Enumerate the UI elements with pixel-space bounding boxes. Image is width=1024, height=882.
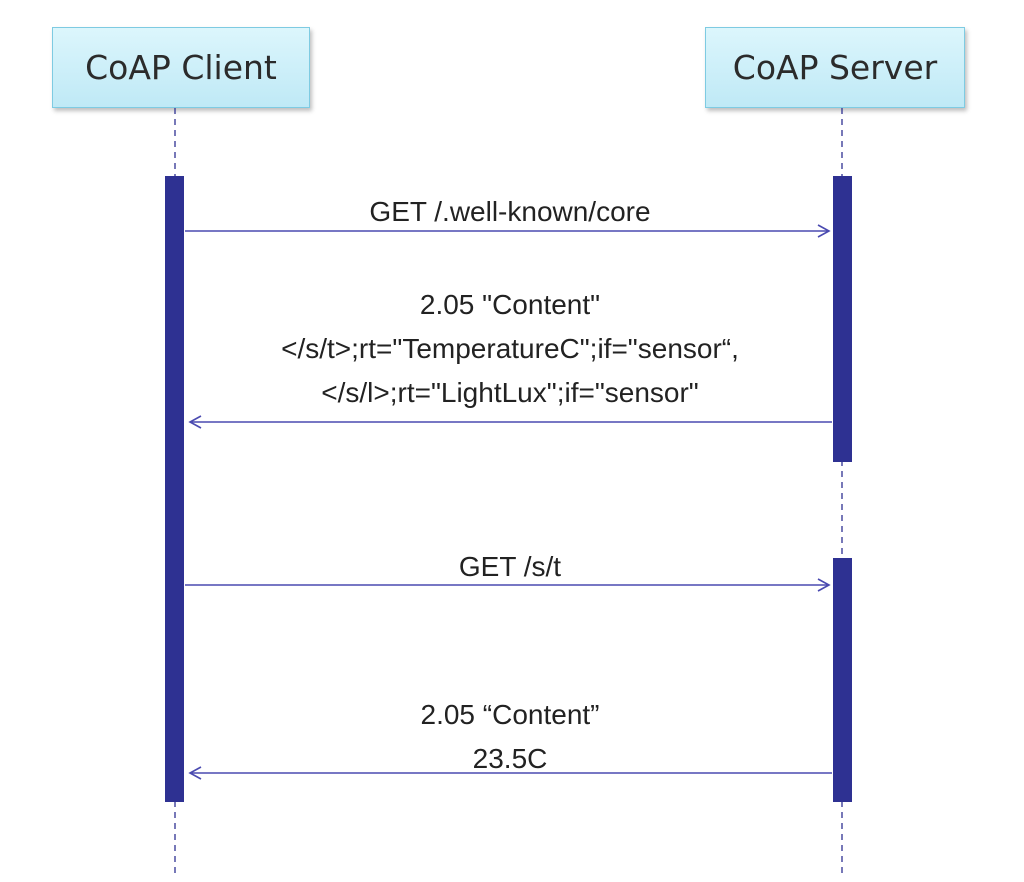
message-1-line-1: GET /.well-known/core	[369, 196, 651, 227]
message-2-line-3: </s/l>;rt="LightLux";if="sensor"	[321, 377, 699, 408]
participant-client: CoAP Client	[52, 27, 310, 108]
message-4-line-2: 23.5C	[472, 743, 548, 774]
message-label-4: 2.05 “Content” 23.5C	[190, 693, 830, 781]
participant-client-label: CoAP Client	[85, 48, 277, 87]
client-activation-bar	[165, 176, 184, 802]
message-4-line-1: 2.05 “Content”	[420, 699, 600, 730]
message-2-line-2: </s/t>;rt="TemperatureC";if="sensor“,	[281, 333, 739, 364]
server-activation-bar-1	[833, 176, 852, 462]
server-activation-bar-2	[833, 558, 852, 802]
message-label-3: GET /s/t	[190, 545, 830, 589]
message-2-line-1: 2.05 "Content"	[419, 289, 601, 320]
message-3-line-1: GET /s/t	[458, 551, 562, 582]
message-label-1: GET /.well-known/core	[190, 190, 830, 234]
participant-server-label: CoAP Server	[732, 48, 938, 87]
message-label-2: 2.05 "Content" </s/t>;rt="TemperatureC";…	[190, 283, 830, 415]
participant-server: CoAP Server	[705, 27, 965, 108]
